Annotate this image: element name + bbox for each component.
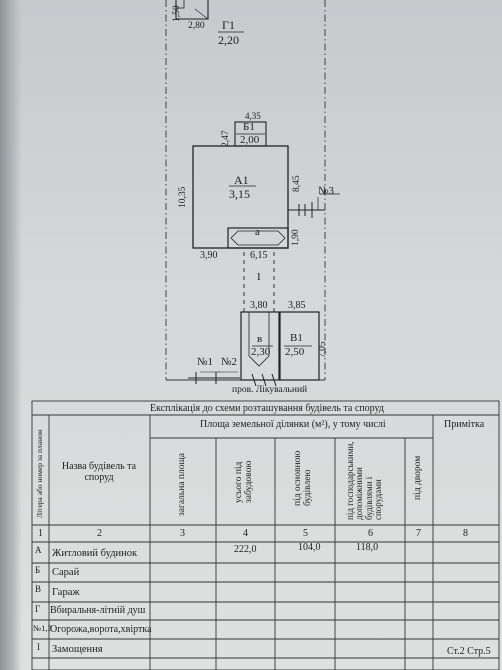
a1-bottom-right-dim: 6,15 [250,250,268,261]
a1-right-dim: 8,45 [292,175,302,192]
v-width-dim: 3,80 [250,300,268,311]
col-main-header: під основною будівлею [293,450,314,506]
col-num-3: 3 [180,528,185,539]
row-name: Вбиральня-літній душ [50,605,146,616]
row-letter: І [37,642,40,652]
col-letter-header: Літера або номер за планом [35,429,44,518]
row-name: Гараж [52,587,80,598]
col-name-header: Назва будівель та споруд [61,461,137,483]
page-edge-shadow [0,0,22,670]
col-note-header: Примітка [444,419,485,430]
col-total-header: загальна площа [177,452,187,516]
row-letter: В [35,584,42,594]
col-yard-header: під двором [413,455,423,500]
a-label: а [255,226,260,238]
col-area-group-header: Площа земельної ділянки (м²), у тому чис… [200,419,386,430]
col-num-2: 2 [97,528,102,539]
b1-depth-dim: 2,47 [221,130,231,147]
street-name: пров. Лікувальний [232,385,308,395]
b1-width-dim: 4,35 [245,111,261,121]
g1-height: 2,20 [218,33,239,47]
row-name: Житловий будинок [52,548,138,559]
col-num-4: 4 [243,528,248,539]
row-main: 104,0 [298,542,321,553]
page-reference: Ст.2 Стр.5 [447,646,491,657]
row-built: 222,0 [234,544,257,555]
col-num-6: 6 [368,528,373,539]
col-num-5: 5 [303,528,308,539]
gate-n2-label: №2 [221,356,237,368]
col-num-8: 8 [463,528,468,539]
a1-bottom-left-dim: 3,90 [200,250,218,261]
a1-left-dim: 10,35 [178,186,188,208]
row-letter: №1,3 [33,623,52,633]
yard-label: I [257,271,261,283]
col-aux-header: під господарськими, допоміжними будівлям… [345,441,384,520]
v-height: 2,30 [251,346,271,358]
entrance-n3-label: №3 [318,185,334,197]
row-name: Замощення [52,644,103,655]
col-num-1: 1 [38,528,43,539]
g1-side-dim: 1,50 [172,5,182,22]
v1-label: В1 [290,332,303,344]
v-label: в [257,333,263,345]
v1-height: 2,50 [285,346,305,358]
row-name: Огорожа,ворота,хвіртка [50,624,152,635]
row-letter: Г [35,604,41,614]
table-title: Експлікація до схеми розташування будіве… [150,403,384,414]
building-g1 [175,0,209,20]
b1-height: 2,00 [240,134,260,146]
gate-n1-label: №1 [197,356,213,368]
b1-label: Б1 [243,121,255,133]
building-v1 [279,311,320,381]
row-letter: Б [35,565,41,575]
row-letter: А [35,545,42,555]
v1-width-dim: 3,85 [288,300,306,311]
building-a [227,227,289,249]
g1-width-dim: 2,80 [188,21,205,31]
a1-height: 3,15 [229,187,250,201]
a1-label: А1 [234,173,249,187]
row-aux: 118,0 [356,542,379,553]
row-name: Сарай [52,567,80,578]
a-side-dim: 1,90 [291,229,301,246]
v1-side-dim: 7,05 [318,341,328,358]
g1-label: Г1 [222,18,235,32]
col-num-7: 7 [416,528,421,539]
col-built-header: усього під забудовою [234,460,255,503]
